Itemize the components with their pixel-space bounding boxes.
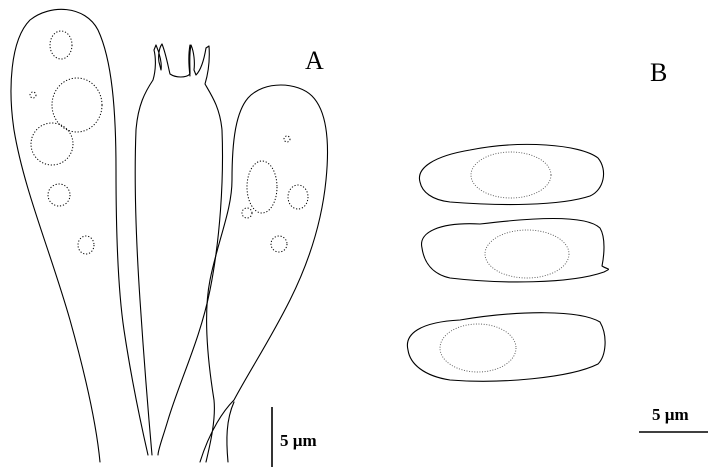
guttule [242, 208, 252, 218]
guttule [30, 92, 36, 98]
panel-label-a: A [305, 48, 324, 74]
guttule [271, 236, 287, 252]
panel-b-drawings [407, 144, 608, 381]
cystidium-left-outline [11, 9, 148, 462]
panel-a-drawings [11, 9, 327, 462]
guttule [31, 123, 73, 165]
cystidium-right-stem [227, 402, 234, 462]
scale-bar-b-label: 5 µm [652, 406, 689, 423]
guttule [247, 161, 277, 213]
guttule [48, 184, 70, 206]
spore-3-outline [407, 313, 605, 381]
spore-2-outline [422, 219, 609, 282]
spore-1-outline [419, 144, 603, 204]
spore-guttule [440, 324, 516, 372]
scale-bar-a-label: 5 µm [280, 432, 317, 449]
spore-guttule [485, 230, 569, 278]
panel-label-b: B [650, 60, 667, 86]
spore-guttule [471, 152, 551, 198]
basidium-outline [135, 44, 222, 455]
guttule [284, 136, 290, 142]
cystidium-right-outline [200, 85, 327, 462]
guttule [78, 236, 94, 254]
guttule [50, 31, 72, 59]
guttule [288, 185, 308, 209]
